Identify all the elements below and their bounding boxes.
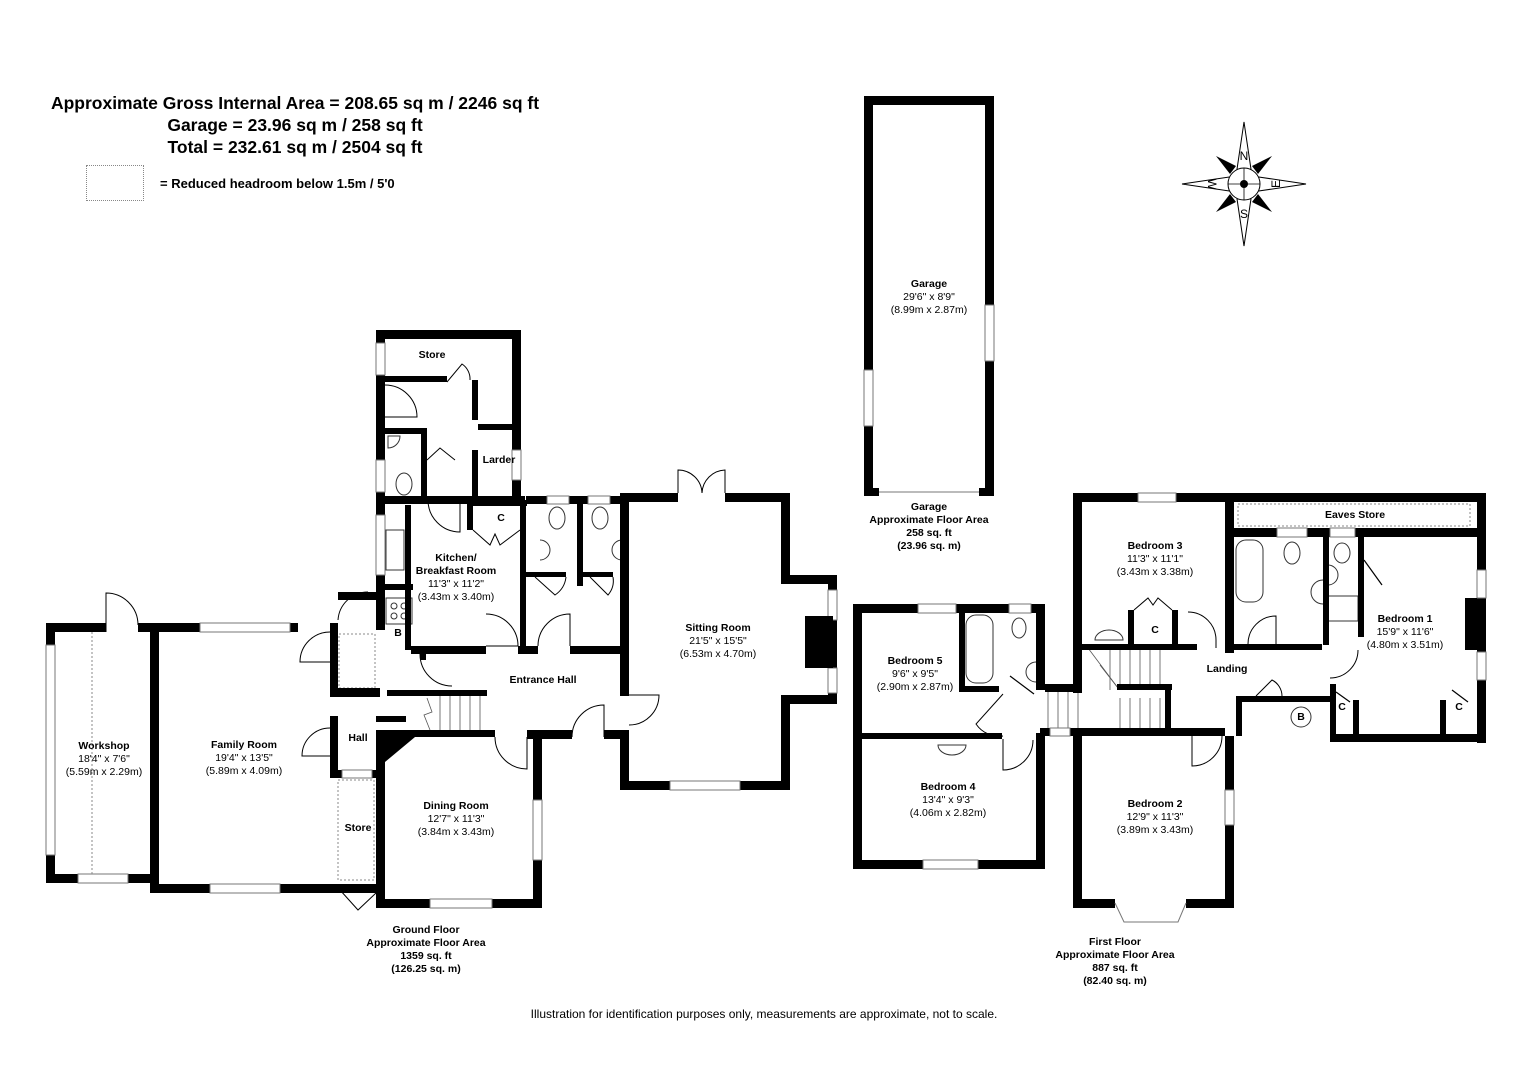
- kitchen-cupboard: C: [497, 512, 505, 524]
- reduced-headroom-legend: = Reduced headroom below 1.5m / 5'0: [160, 176, 395, 191]
- room-landing: Landing: [1206, 663, 1248, 675]
- kitchen-boiler: B: [394, 627, 402, 639]
- compass-n: N: [1240, 149, 1249, 163]
- compass-rose-icon: [1181, 121, 1307, 247]
- room-sitting-room: Sitting Room 21'5" x 15'5" (6.53m x 4.70…: [679, 622, 757, 660]
- total-area: Total = 232.61 sq m / 2504 sq ft: [167, 137, 423, 157]
- room-bedroom-1: Bedroom 1 15'9" x 11'6" (4.80m x 3.51m): [1366, 613, 1444, 651]
- ground-floor-walls: [45, 330, 838, 911]
- room-store-top: Store: [418, 349, 446, 361]
- room-entrance-hall: Entrance Hall: [509, 674, 577, 686]
- first-floor-walls: [853, 492, 1487, 923]
- garage-caption: Garage Approximate Floor Area 258 sq. ft…: [869, 501, 989, 552]
- garage-walls: [863, 96, 995, 496]
- compass-e: E: [1269, 180, 1283, 188]
- bedroom3-cupboard: C: [1151, 624, 1159, 636]
- room-hall: Hall: [348, 732, 368, 744]
- compass-w: W: [1205, 178, 1219, 190]
- room-bedroom-5: Bedroom 5 9'6" x 9'5" (2.90m x 2.87m): [876, 655, 954, 693]
- room-workshop: Workshop 18'4" x 7'6" (5.59m x 2.29m): [65, 740, 143, 778]
- room-eaves-store: Eaves Store: [1324, 509, 1386, 521]
- gross-internal-area: Approximate Gross Internal Area = 208.65…: [50, 93, 540, 113]
- garage-area: Garage = 23.96 sq m / 258 sq ft: [167, 115, 423, 135]
- first-floor-caption: First Floor Approximate Floor Area 887 s…: [1055, 936, 1175, 987]
- compass-s: S: [1240, 207, 1248, 221]
- room-larder: Larder: [482, 454, 516, 466]
- room-dining-room: Dining Room 12'7" x 11'3" (3.84m x 3.43m…: [417, 800, 495, 838]
- bedroom1-cupboard-b: C: [1455, 701, 1463, 713]
- bedroom1-cupboard-a: C: [1338, 701, 1346, 713]
- room-bedroom-2: Bedroom 2 12'9" x 11'3" (3.89m x 3.43m): [1116, 798, 1194, 836]
- room-kitchen: Kitchen/ Breakfast Room 11'3" x 11'2" (3…: [415, 552, 497, 603]
- room-garage: Garage 29'6" x 8'9" (8.99m x 2.87m): [890, 278, 968, 316]
- area-summary: Approximate Gross Internal Area = 208.65…: [30, 92, 560, 158]
- room-bedroom-4: Bedroom 4 13'4" x 9'3" (4.06m x 2.82m): [909, 781, 987, 819]
- reduced-headroom-swatch: [86, 165, 144, 201]
- room-family-room: Family Room 19'4" x 13'5" (5.89m x 4.09m…: [205, 739, 283, 777]
- disclaimer: Illustration for identification purposes…: [530, 1007, 998, 1021]
- room-store-side: Store: [344, 822, 372, 834]
- ground-floor-caption: Ground Floor Approximate Floor Area 1359…: [366, 924, 486, 975]
- room-bedroom-3: Bedroom 3 11'3" x 11'1" (3.43m x 3.38m): [1116, 540, 1194, 578]
- landing-boiler: B: [1297, 711, 1305, 723]
